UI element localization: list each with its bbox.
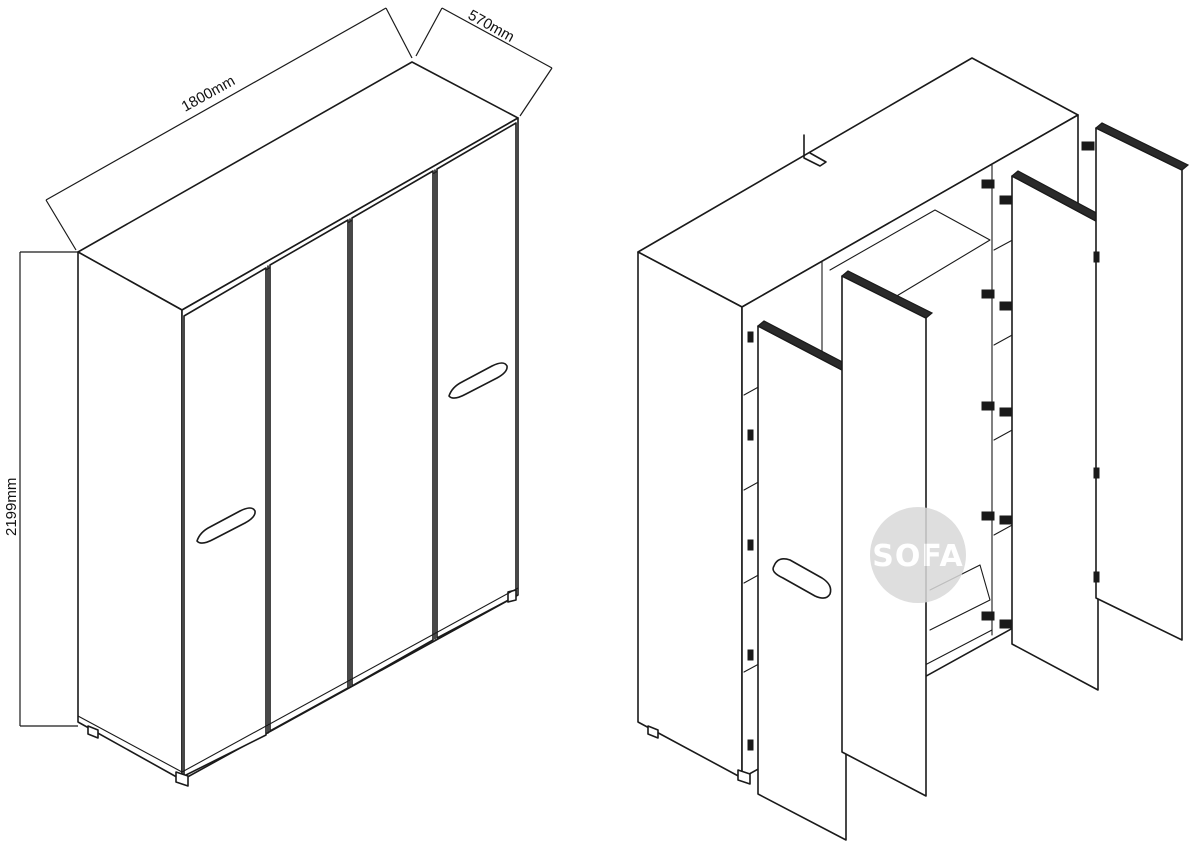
watermark-circle [870,507,966,603]
open-door-1 [756,320,854,841]
depth-extension-left [415,7,443,57]
open-door-4 [1094,122,1190,641]
hinge-11 [999,195,1013,205]
dimension-lines [19,7,553,727]
hinge-7 [981,289,995,299]
width-extension-left [45,199,77,251]
hinge-13 [999,407,1013,417]
closed-door-3 [351,170,434,687]
hinge-12 [999,301,1013,311]
closed-door-2 [269,219,349,732]
hinge-1 [747,331,754,343]
depth-extension-right [519,67,553,117]
wall-bracket [803,134,827,167]
shelf-middle-base [924,629,993,666]
shelf-middle-top [829,209,991,301]
hinges [747,141,1100,751]
open-wardrobe [637,57,1190,841]
closed-door-4 [436,122,517,639]
hinge-5 [747,739,754,751]
open-door-3 [1010,170,1106,691]
closed-base-line [77,587,519,773]
closed-foot-side [87,725,99,739]
hinge-14 [999,515,1013,525]
hinge-18 [1093,467,1100,479]
width-label: 1800mm [179,72,238,115]
hinge-3 [747,539,754,551]
hinge-4 [747,649,754,661]
hinge-8 [981,401,995,411]
hinge-16 [1081,141,1095,151]
width-extension-right [385,7,413,59]
hinge-6 [981,179,995,189]
height-label: 2199mm [3,478,20,536]
watermark-text: SOFA [872,539,963,574]
hinge-19 [1093,571,1100,583]
open-left-side [637,251,743,779]
closed-handle-right [448,362,508,399]
depth-label: 570mm [465,7,517,46]
width-dimension-line [45,7,387,201]
closed-foot-front [175,771,189,787]
closed-left-side [77,251,183,781]
closed-wardrobe [77,61,519,787]
watermark: SOFA [870,507,966,603]
hinge-15 [999,619,1013,629]
hinge-2 [747,429,754,441]
closed-door-1 [183,267,267,777]
open-foot-side [647,725,659,739]
hinge-17 [1093,251,1100,263]
hinge-9 [981,511,995,521]
hinge-10 [981,611,995,621]
open-foot-front [737,769,751,785]
closed-handle-left [196,507,256,544]
depth-dimension-line [441,7,553,69]
